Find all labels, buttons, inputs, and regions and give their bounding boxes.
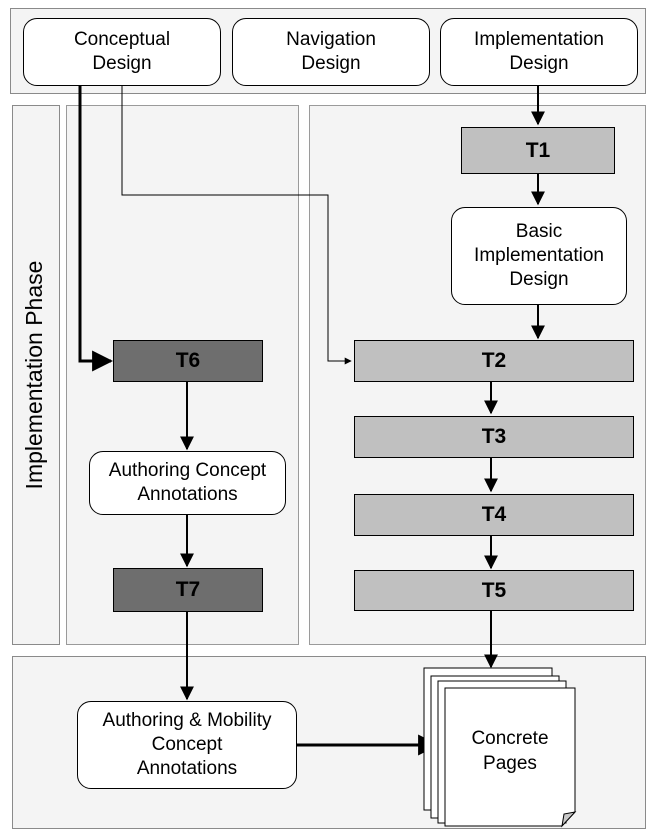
implementation-design-box: Implementation Design: [440, 18, 638, 86]
navigation-design-box: Navigation Design: [232, 18, 430, 86]
task-t1: T1: [461, 127, 615, 174]
task-t7: T7: [113, 568, 263, 612]
concrete-pages-stack: [423, 667, 577, 828]
phase-label-band: [12, 105, 60, 645]
arrow-conceptual-to-t6: [78, 85, 114, 372]
authoring-mobility-annotations-box: Authoring & Mobility Concept Annotations: [77, 701, 297, 789]
concrete-pages-label: Concrete Pages: [471, 728, 549, 774]
task-t3: T3: [354, 416, 634, 458]
arrow-conceptual-to-t2: [121, 85, 352, 365]
task-t6: T6: [113, 340, 263, 382]
basic-implementation-design-box: Basic Implementation Design: [451, 207, 627, 305]
conceptual-design-box: Conceptual Design: [23, 18, 221, 86]
task-t5: T5: [354, 570, 634, 611]
task-t4: T4: [354, 494, 634, 536]
task-t2: T2: [354, 340, 634, 382]
authoring-concept-annotations-box: Authoring Concept Annotations: [89, 451, 286, 515]
